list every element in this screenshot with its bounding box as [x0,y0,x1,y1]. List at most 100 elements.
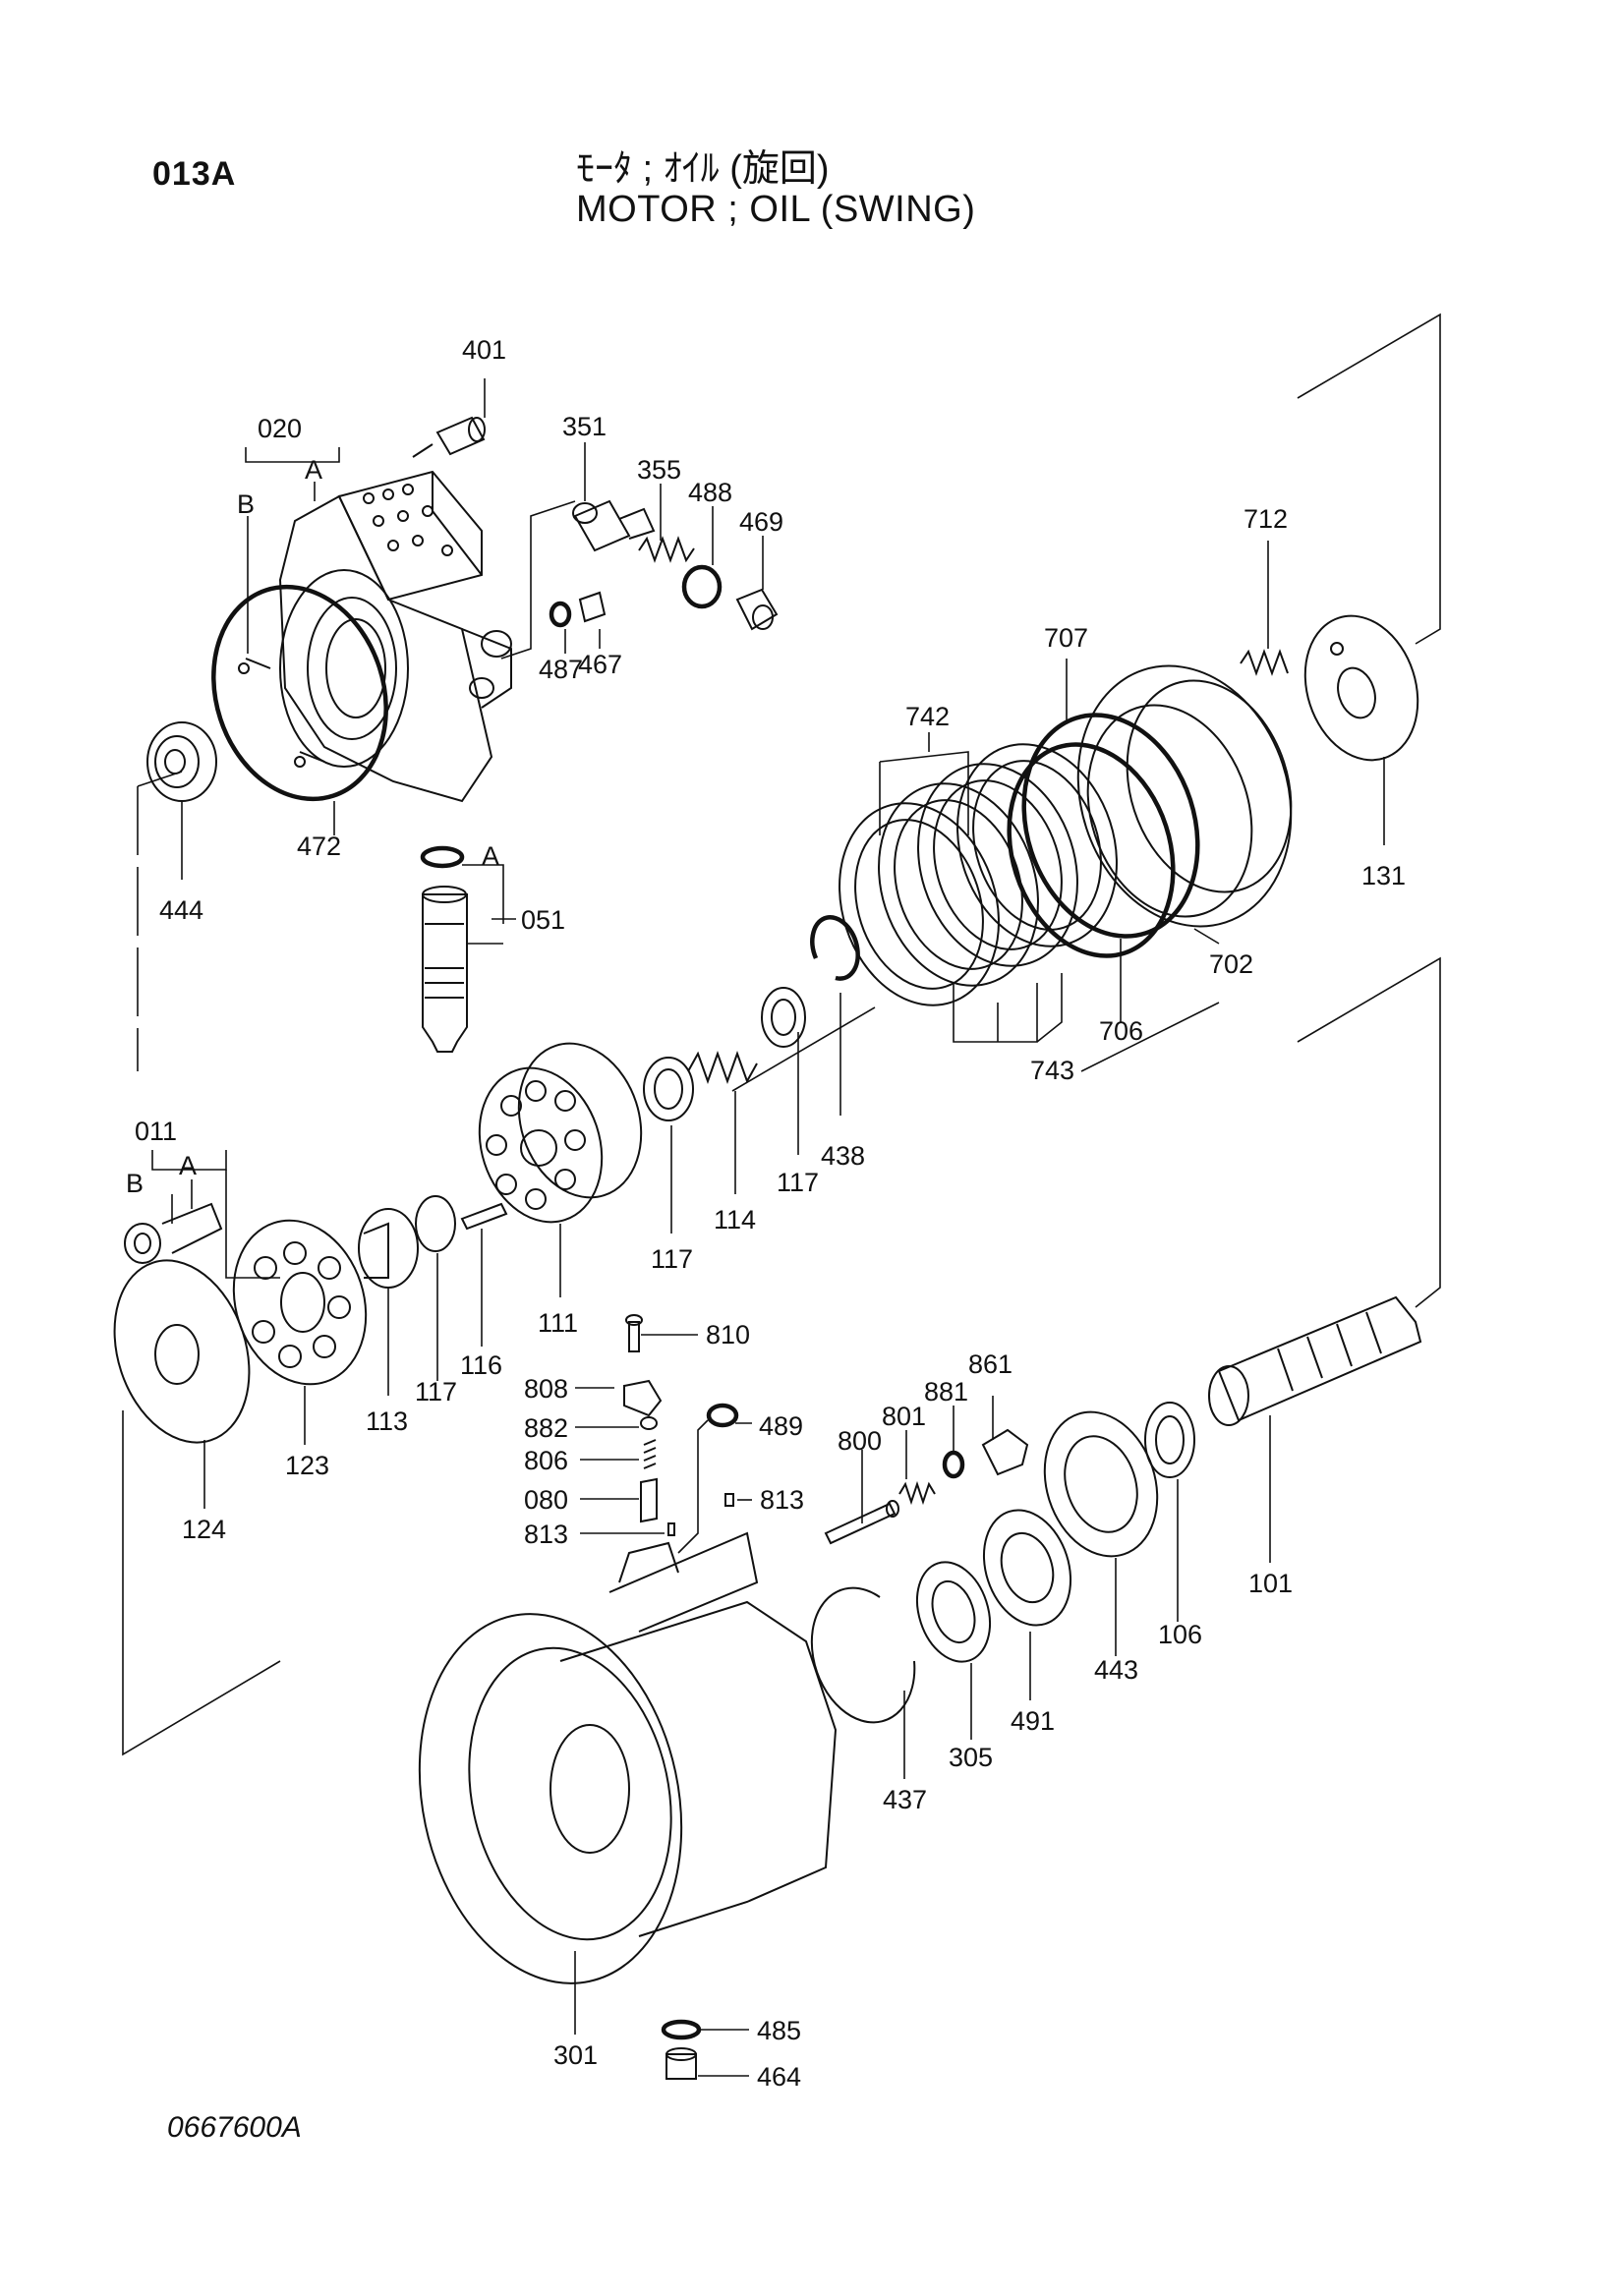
leader-lines [137,378,1385,2077]
piston-011 [124,1202,223,1264]
callout-810: 810 [706,1320,750,1349]
callout-712: 712 [1244,504,1288,534]
o-ring-485 [661,2019,702,2040]
spring-355 [638,536,695,563]
callout-111: 111 [538,1308,578,1338]
callout-106: 106 [1158,1620,1202,1649]
spring-712 [1240,649,1289,676]
callout-438: 438 [821,1141,865,1171]
cylinder-block-111 [478,1042,643,1224]
callout-B-lower: B [126,1169,144,1198]
snap-ring-437 [810,1586,916,1724]
o-ring-706 [1007,742,1176,958]
callout-808: 808 [524,1374,568,1404]
callout-861: 861 [968,1349,1012,1379]
washer-117-lower [415,1195,456,1252]
callout-355: 355 [637,455,681,485]
callout-444: 444 [159,895,203,925]
callout-743: 743 [1030,1056,1074,1085]
callout-443: 443 [1094,1655,1138,1685]
swash-plate-124 [113,1259,251,1444]
callout-742: 742 [905,702,950,731]
callout-labels: 401 020 A B 351 355 488 469 487 467 712 … [126,335,1406,2092]
o-ring-707 [1021,713,1200,939]
callout-881: 881 [924,1377,968,1406]
housing-301 [418,1531,838,1984]
friction-plates-742 [839,782,1039,1006]
relief-valve-351 [572,499,656,552]
callout-489: 489 [759,1411,803,1441]
plug-813-right [724,1493,734,1507]
plug-467 [578,591,607,623]
snap-ring-438 [810,915,860,981]
callout-882: 882 [524,1413,568,1443]
callout-437: 437 [883,1785,927,1814]
callout-305: 305 [949,1743,993,1772]
spring-801 [898,1480,936,1506]
plug-469 [735,588,779,631]
ring-106 [1144,1402,1195,1478]
valve-plate-131 [1303,614,1419,762]
washer-117-mid [643,1057,694,1121]
collar-305 [916,1561,991,1663]
plug-861 [981,1428,1029,1476]
callout-491: 491 [1011,1706,1055,1736]
separator-plates-743 [917,743,1118,967]
callout-116: 116 [460,1350,502,1380]
callout-464: 464 [757,2062,801,2092]
pin-B-upper [238,658,325,768]
callout-813-left: 813 [524,1520,568,1549]
pin-116 [460,1202,508,1231]
callout-706: 706 [1099,1016,1143,1046]
callout-A-mid: A [482,841,499,871]
callout-800: 800 [838,1426,882,1456]
bearing-444 [146,721,217,802]
callout-702: 702 [1209,949,1253,979]
o-ring-489 [706,1403,739,1428]
seal-491 [982,1509,1072,1627]
valve-casing-020 [278,470,512,803]
callout-469: 469 [739,507,783,537]
callout-806: 806 [524,1446,568,1475]
o-ring-472 [211,584,388,802]
bearing-443 [1043,1410,1159,1558]
callout-131: 131 [1361,861,1406,890]
o-ring-051 [420,845,465,869]
callout-351: 351 [562,412,607,441]
title-english: MOTOR ; OIL (SWING) [576,189,976,230]
callout-A-upper: A [305,455,322,485]
brake-piston-702 [1076,664,1293,928]
callout-487: 487 [539,655,583,684]
callout-A-lower: A [179,1151,197,1180]
callout-101: 101 [1248,1569,1293,1598]
page-code: 013A [152,155,237,193]
callout-051: 051 [521,905,565,935]
axis-lines [122,313,1441,1756]
callout-467: 467 [578,650,622,679]
output-shaft-101 [1208,1295,1422,1426]
callout-117-c: 117 [415,1377,457,1406]
drawing-number: 0667600A [167,2111,302,2144]
title-japanese: ﾓｰﾀ ; ｵｲﾙ (旋回) [576,148,830,190]
plug-464 [665,2047,697,2080]
callout-124: 124 [182,1515,226,1544]
callout-401: 401 [462,335,506,365]
callout-801: 801 [882,1402,926,1431]
callout-485: 485 [757,2016,801,2045]
bolt-401 [412,416,486,458]
o-ring-487 [549,601,572,628]
callout-B-upper: B [237,489,255,519]
callout-813-right: 813 [760,1485,804,1515]
shaft-051 [422,886,468,1053]
spool-800 [824,1500,899,1545]
callout-114: 114 [714,1205,756,1234]
callout-488: 488 [688,478,732,507]
callout-707: 707 [1044,623,1088,653]
callout-117-a: 117 [777,1168,819,1197]
spool-assembly [623,1314,675,1536]
callout-011: 011 [135,1117,177,1146]
callout-472: 472 [297,832,341,861]
washer-117-upper [761,987,806,1048]
callout-020: 020 [258,414,302,443]
